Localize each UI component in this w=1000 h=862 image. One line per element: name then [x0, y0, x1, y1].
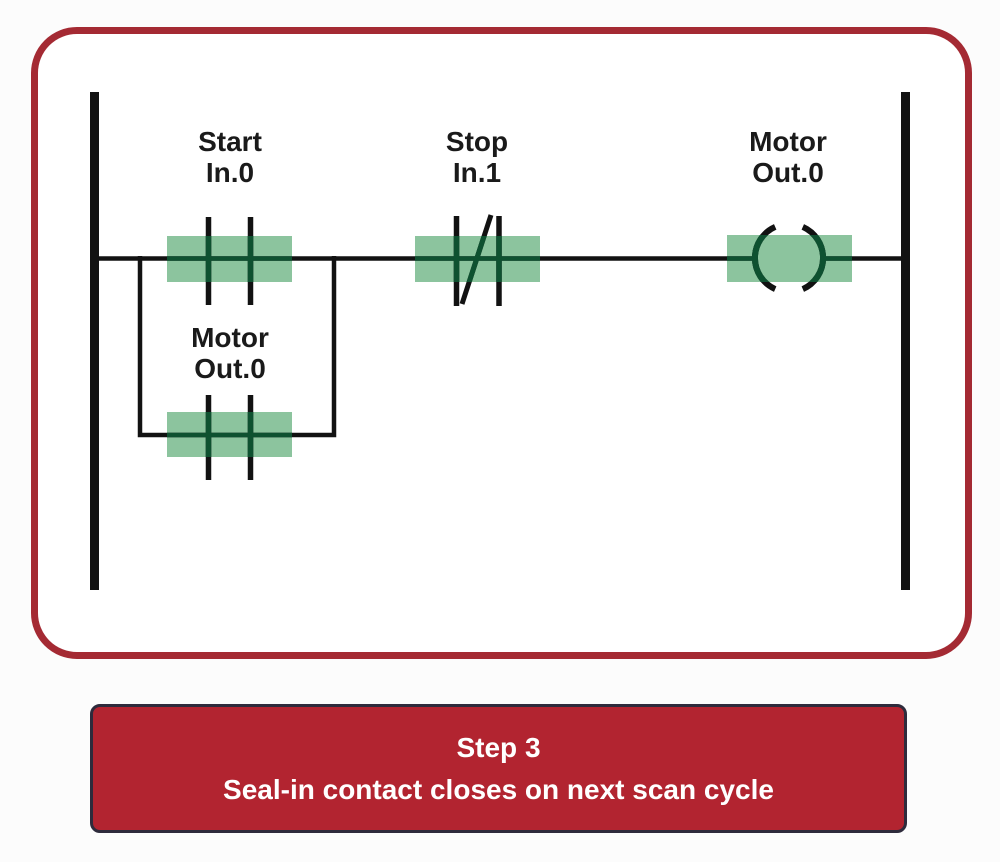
motor-coil-label-name: Motor — [749, 126, 827, 157]
stop-contact-label: Stop In.1 — [377, 126, 577, 188]
seal-contact-label: Motor Out.0 — [130, 322, 330, 384]
motor-coil-label: Motor Out.0 — [688, 126, 888, 188]
stop-contact-label-address: In.1 — [452, 157, 502, 188]
stop-contact-label-name: Stop — [445, 126, 509, 157]
step-subtitle: Seal-in contact closes on next scan cycl… — [223, 773, 774, 805]
step-caption-banner: Step 3 Seal-in contact closes on next sc… — [90, 704, 907, 833]
seal-contact-label-address: Out.0 — [194, 353, 266, 384]
start-contact-label: Start In.0 — [130, 126, 330, 188]
start-contact-label-address: In.0 — [205, 157, 255, 188]
step-title: Step 3 — [456, 731, 541, 763]
start-contact-label-name: Start — [198, 126, 262, 157]
seal-contact-label-name: Motor — [191, 322, 269, 353]
motor-coil-label-address: Out.0 — [752, 157, 824, 188]
